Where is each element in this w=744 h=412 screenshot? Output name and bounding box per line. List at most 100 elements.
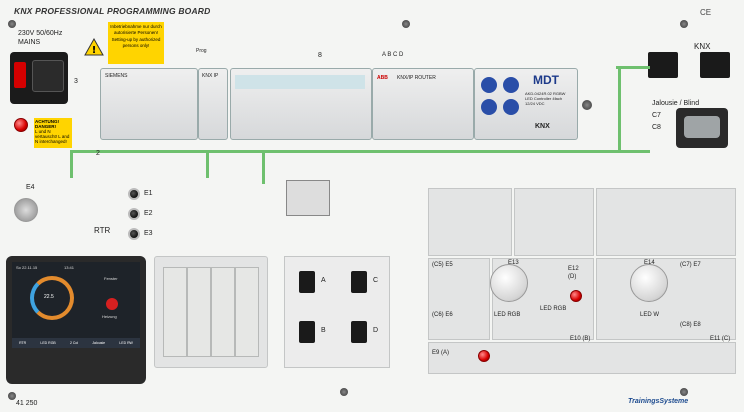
e10-label: E10 (B) bbox=[570, 336, 591, 342]
e2-terminal[interactable] bbox=[128, 208, 140, 220]
switch-d-label: D bbox=[373, 327, 379, 334]
rocker-4[interactable] bbox=[235, 267, 259, 357]
display-tabs: RTR LED RGB 2 Col Jalousie LED RW bbox=[12, 338, 140, 348]
switch-d[interactable] bbox=[351, 321, 367, 343]
board-title: KNX PROFESSIONAL PROGRAMMING BOARD bbox=[14, 6, 211, 16]
knx-socket-1[interactable] bbox=[648, 52, 678, 78]
authorized-sign: Inbetriebnahme nur durch autorisierte Pe… bbox=[108, 22, 164, 64]
mdt-button-c[interactable] bbox=[481, 99, 497, 115]
switch-c[interactable] bbox=[351, 271, 367, 293]
footer-brand: TrainingsSysteme bbox=[628, 398, 689, 405]
e4-label: E4 bbox=[26, 184, 35, 191]
power-switch[interactable] bbox=[14, 62, 26, 88]
mains-voltage: 230V 50/60Hz bbox=[18, 30, 63, 37]
touch-display[interactable]: So 22.11.15 13:41 22.5 Fenster Heizung R… bbox=[6, 256, 146, 384]
siemens-label: SIEMENS bbox=[105, 73, 128, 79]
c8-label: C8 bbox=[652, 124, 661, 131]
panel-e1-e2 bbox=[428, 188, 512, 256]
display-date: So 22.11.15 bbox=[16, 265, 38, 270]
binary-input-module bbox=[286, 180, 330, 216]
tab-2col[interactable]: 2 Col bbox=[69, 341, 79, 345]
authorized-en: Setting-up by authorized persons only! bbox=[111, 37, 161, 48]
c6e6-label: (C6) E6 bbox=[432, 312, 453, 318]
achtung-sign: ACHTUNG! DANGER! L und N vertauscht! L a… bbox=[34, 118, 72, 148]
e12-led bbox=[570, 290, 582, 302]
mdt-button-b[interactable] bbox=[503, 77, 519, 93]
footer-code: 41 250 bbox=[16, 400, 38, 407]
jalousie-label: Jalousie / Blind bbox=[652, 100, 700, 107]
e1-label: E1 bbox=[144, 190, 153, 197]
display-value: 22.5 bbox=[44, 294, 54, 300]
led-rgb-label-2: LED RGB bbox=[540, 306, 567, 312]
switch-b-label: B bbox=[321, 327, 326, 334]
c7e7-label: (C7) E7 bbox=[680, 262, 701, 268]
e13-label: E13 bbox=[508, 260, 519, 266]
mains-socket[interactable] bbox=[10, 52, 68, 104]
mdt-knx-logo: KNX bbox=[535, 123, 550, 130]
knx-ip-router-label: KNX/IP ROUTER bbox=[397, 75, 436, 81]
led-rgb-lamp bbox=[490, 264, 528, 302]
bus-line bbox=[70, 150, 73, 178]
heizung-icon[interactable] bbox=[106, 298, 118, 310]
e1-terminal[interactable] bbox=[128, 188, 140, 200]
switch-a-label: A bbox=[321, 277, 326, 284]
temperature-dial[interactable] bbox=[30, 276, 74, 320]
mdt-text: AKD-0424R.02 RGBW LED Controller 4fach 1… bbox=[525, 91, 566, 106]
rocker-3[interactable] bbox=[211, 267, 235, 357]
abcd-labels: A B C D bbox=[382, 52, 404, 58]
screw bbox=[680, 388, 688, 396]
display-fenster: Fenster bbox=[104, 276, 118, 281]
switch-b[interactable] bbox=[299, 321, 315, 343]
display-clock: 13:41 bbox=[64, 265, 75, 270]
svg-text:!: ! bbox=[92, 45, 97, 56]
panel-bottom bbox=[428, 342, 736, 374]
screw bbox=[582, 100, 592, 110]
jalousie-motor-socket[interactable] bbox=[676, 108, 728, 148]
knx-ip-label: KNX IP bbox=[202, 73, 219, 79]
tab-led-rgb[interactable]: LED RGB bbox=[40, 341, 56, 345]
mdt-led-controller: MDT AKD-0424R.02 RGBW LED Controller 4fa… bbox=[474, 68, 578, 140]
mains-led bbox=[14, 118, 28, 132]
iec-inlet bbox=[32, 60, 64, 92]
mains-label: MAINS bbox=[18, 39, 41, 46]
rtr-label: RTR bbox=[94, 226, 111, 235]
rocker-1[interactable] bbox=[163, 267, 187, 357]
e9-label: E9 (A) bbox=[432, 350, 450, 356]
bus-line bbox=[618, 68, 621, 152]
bus-line bbox=[206, 150, 209, 178]
e12-sub-label: (D) bbox=[568, 274, 577, 280]
achtung-body: L und N vertauscht! L and N interchanged… bbox=[35, 129, 70, 144]
c7-label: C7 bbox=[652, 112, 661, 119]
e2-label: E2 bbox=[144, 210, 153, 217]
screw bbox=[8, 20, 16, 28]
display-screen: So 22.11.15 13:41 22.5 Fenster Heizung R… bbox=[12, 262, 140, 348]
e4-knob[interactable] bbox=[14, 198, 38, 222]
tab-rtr[interactable]: RTR bbox=[19, 341, 27, 345]
mdt-button-a[interactable] bbox=[481, 77, 497, 93]
knx-socket-2[interactable] bbox=[700, 52, 730, 78]
rocker-2[interactable] bbox=[187, 267, 211, 357]
screw bbox=[340, 388, 348, 396]
tab-jalousie[interactable]: Jalousie bbox=[92, 341, 106, 345]
screw bbox=[680, 20, 688, 28]
mdt-logo: MDT bbox=[533, 73, 559, 87]
e11-label: E11 (C) bbox=[710, 336, 731, 342]
screw bbox=[8, 392, 16, 400]
output-count: 8 bbox=[318, 52, 322, 59]
knx-output-label: KNX bbox=[694, 42, 711, 51]
e3-terminal[interactable] bbox=[128, 228, 140, 240]
socket-face bbox=[684, 116, 720, 138]
rocker-switch-panel bbox=[154, 256, 268, 368]
c5e5-label: (C5) E5 bbox=[432, 262, 453, 268]
warning-triangle-icon: ! bbox=[84, 38, 104, 56]
bus-line bbox=[70, 150, 650, 153]
led-w-label: LED W bbox=[640, 312, 660, 318]
screw bbox=[402, 20, 410, 28]
ce-mark: CE bbox=[700, 8, 712, 17]
switch-a[interactable] bbox=[299, 271, 315, 293]
mdt-button-d[interactable] bbox=[503, 99, 519, 115]
panel-and bbox=[514, 188, 594, 256]
tab-led-rw[interactable]: LED RW bbox=[119, 341, 133, 345]
bus-count: 2 bbox=[96, 150, 100, 157]
